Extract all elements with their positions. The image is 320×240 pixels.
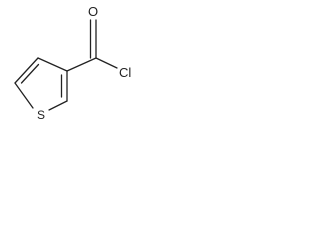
chlorine-atom-label: Cl [119, 65, 131, 80]
bond-c5-s1 [14, 82, 34, 109]
thiophene-3-carbonyl-chloride-structure: O Cl S [14, 4, 131, 122]
bond-c3-carbonyl [66, 57, 97, 72]
bond-s1-c2 [48, 100, 68, 111]
bond-c4-c5-inner [20, 63, 40, 84]
bond-carbonyl-chlorine [95, 57, 118, 69]
bond-c3-c4 [37, 57, 68, 72]
sulfur-atom-label: S [37, 108, 45, 122]
oxygen-atom-label: O [88, 4, 98, 19]
bond-c4-c5 [14, 57, 39, 84]
